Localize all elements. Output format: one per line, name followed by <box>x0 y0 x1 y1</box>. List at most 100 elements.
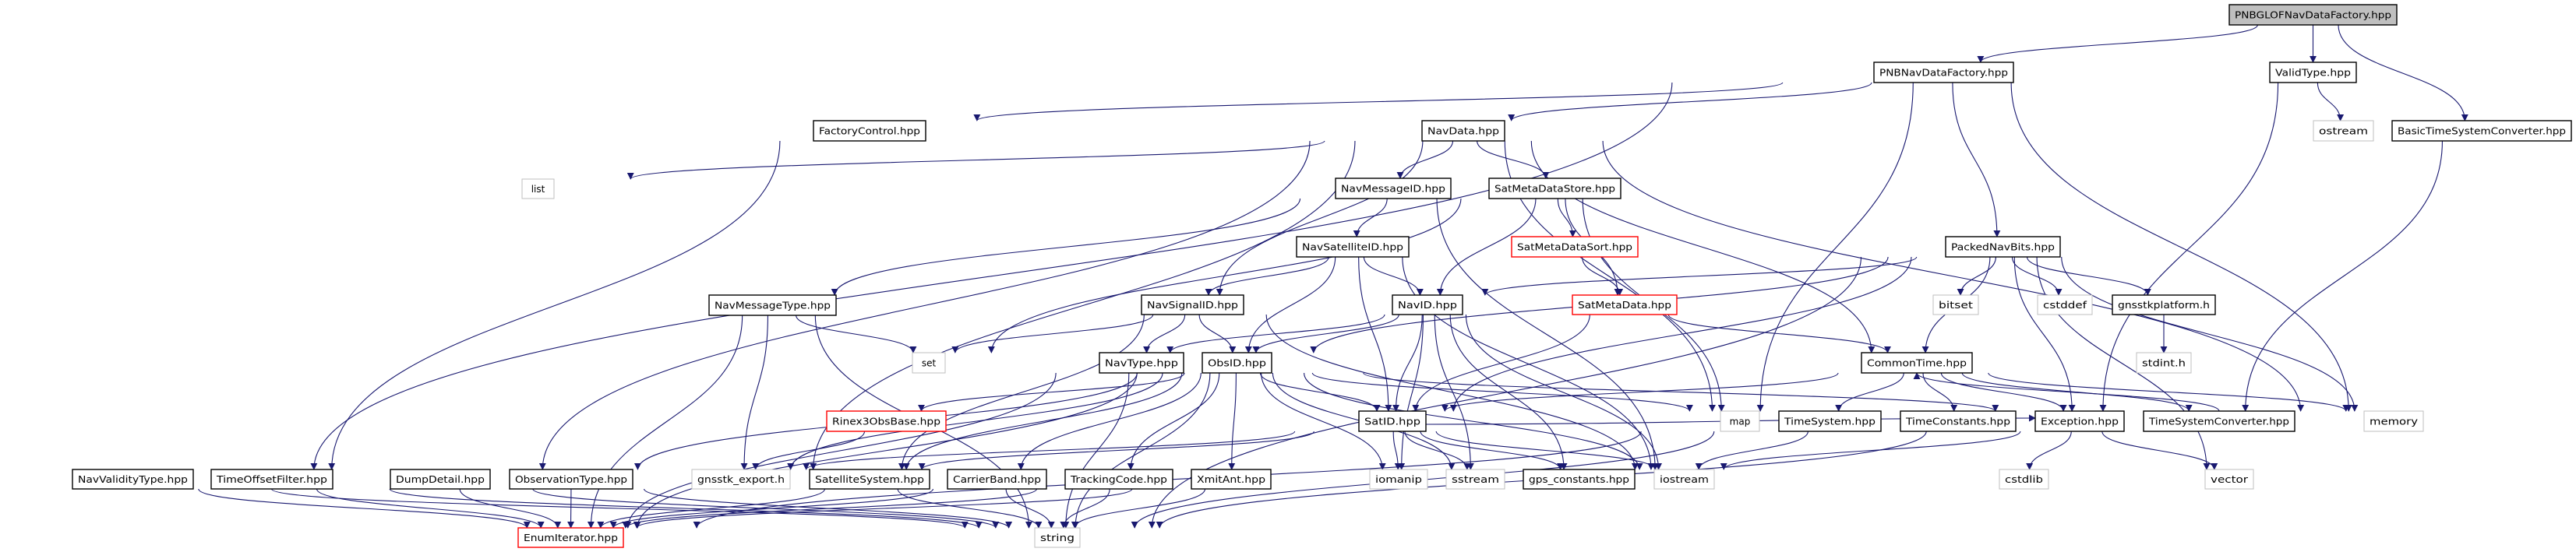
node-sat-meta-data[interactable]: SatMetaData.hpp <box>1572 294 1678 315</box>
edge-packed-nav-bits-to-sat-id <box>1449 256 1912 412</box>
node-nav-validity-type[interactable]: NavValidityType.hpp <box>72 469 194 490</box>
node-label: cstddef <box>2043 300 2087 311</box>
node-xmit-ant[interactable]: XmitAnt.hpp <box>1191 469 1272 490</box>
node-nav-id[interactable]: NavID.hpp <box>1392 294 1463 315</box>
node-pnbglofnav-data-factory[interactable]: PNBGLOFNavDataFactory.hpp <box>2228 4 2398 26</box>
edge-satellite-system-to-enum-iterator <box>597 488 826 529</box>
edge-obs-id-to-tracking-code <box>1127 372 1220 470</box>
edge-packed-nav-bits-to-exception <box>2013 256 2076 412</box>
node-label: Rinex3ObsBase.hpp <box>832 417 940 427</box>
node-label: NavData.hpp <box>1427 126 1499 137</box>
node-box <box>912 352 946 374</box>
edge-exception-to-iostream <box>1720 431 2021 470</box>
node-box <box>1932 294 1979 315</box>
edge-obs-id-to-xmit-ant <box>1228 372 1237 470</box>
edge-nav-data-to-memory <box>1602 140 2305 412</box>
node-nav-data[interactable]: NavData.hpp <box>1421 120 1505 142</box>
node-rinex3obs-base[interactable]: Rinex3ObsBase.hpp <box>826 410 947 432</box>
node-nav-message-id[interactable]: NavMessageID.hpp <box>1335 178 1452 199</box>
node-nav-signal-id[interactable]: NavSignalID.hpp <box>1141 294 1244 315</box>
edge-exception-to-vector <box>2101 431 2218 470</box>
node-valid-type[interactable]: ValidType.hpp <box>2269 62 2357 83</box>
node-box <box>2034 410 2125 432</box>
node-box <box>2112 294 2216 315</box>
node-observation-type[interactable]: ObservationType.hpp <box>509 469 633 490</box>
edge-carrier-band-to-string <box>1005 488 1055 529</box>
node-carrier-band[interactable]: CarrierBand.hpp <box>947 469 1047 490</box>
edge-nav-data-to-list <box>627 140 1325 180</box>
edge-sat-meta-data-to-sat-id <box>1412 314 1590 412</box>
node-common-time[interactable]: CommonTime.hpp <box>1861 352 1973 374</box>
node-box <box>1945 236 2061 258</box>
node-box <box>1358 410 1427 432</box>
node-box <box>1999 469 2049 490</box>
edge-sat-id-to-gnsstk-export <box>803 431 1296 470</box>
edge-nav-type-to-string <box>1062 372 1130 529</box>
node-box <box>2363 410 2424 432</box>
node-label: gnsstk_export.h <box>697 474 785 485</box>
node-pnbnav-data-factory[interactable]: PNBNavDataFactory.hpp <box>1873 62 2014 83</box>
edge-tracking-code-to-enum-iterator <box>622 488 1038 529</box>
node-box <box>691 469 791 490</box>
node-time-constants[interactable]: TimeConstants.hpp <box>1900 410 2017 432</box>
edge-carrier-band-to-enum-iterator <box>609 488 933 529</box>
node-time-system[interactable]: TimeSystem.hpp <box>1778 410 1882 432</box>
node-obs-id[interactable]: ObsID.hpp <box>1202 352 1272 374</box>
edge-nav-message-id-to-nav-satellite-id <box>1353 198 1388 237</box>
node-label: BasicTimeSystemConverter.hpp <box>2398 126 2566 137</box>
node-gnsstkplatform[interactable]: gnsstkplatform.h <box>2112 294 2216 315</box>
edge-exception-to-cstdlib <box>2026 431 2072 470</box>
edge-satellite-system-to-string <box>897 488 1043 529</box>
node-label: bitset <box>1939 300 1973 311</box>
edge-pnbnav-data-factory-to-packed-nav-bits <box>1952 82 2001 237</box>
node-label: gps_constants.hpp <box>1529 474 1629 485</box>
node-box <box>1202 352 1272 374</box>
node-tracking-code[interactable]: TrackingCode.hpp <box>1064 469 1173 490</box>
edge-nav-id-to-iostream <box>1465 314 1663 470</box>
node-packed-nav-bits[interactable]: PackedNavBits.hpp <box>1945 236 2061 258</box>
node-satellite-system[interactable]: SatelliteSystem.hpp <box>809 469 930 490</box>
edge-valid-type-to-exception <box>2099 82 2279 412</box>
node-memory: memory <box>2363 410 2424 432</box>
node-box <box>809 469 930 490</box>
node-sat-meta-data-sort[interactable]: SatMetaDataSort.hpp <box>1511 236 1639 258</box>
edge-nav-id-to-sstream <box>1434 314 1474 470</box>
edge-pnbnav-data-factory-to-memory <box>2010 82 2352 412</box>
node-set: set <box>912 352 946 374</box>
edge-nav-satellite-id-to-sat-id <box>1358 256 1392 412</box>
node-box <box>1488 178 1621 199</box>
node-ostream: ostream <box>2313 120 2374 142</box>
edge-nav-satellite-id-to-obs-id <box>1244 256 1336 353</box>
node-dump-detail[interactable]: DumpDetail.hpp <box>390 469 491 490</box>
edge-factory-control-to-time-offset-filter <box>328 140 781 470</box>
node-time-offset-filter[interactable]: TimeOffsetFilter.hpp <box>210 469 333 490</box>
node-time-system-converter[interactable]: TimeSystemConverter.hpp <box>2143 410 2295 432</box>
node-box <box>2313 120 2374 142</box>
edge-xmit-ant-to-enum-iterator <box>633 488 1133 529</box>
node-exception[interactable]: Exception.hpp <box>2034 410 2125 432</box>
node-box <box>2228 4 2398 26</box>
edge-layer <box>198 24 2468 529</box>
edge-sat-meta-data-store-to-set <box>987 198 1462 353</box>
edge-packed-nav-bits-to-memory <box>2061 256 2359 412</box>
node-sat-meta-data-store[interactable]: SatMetaDataStore.hpp <box>1488 178 1621 199</box>
node-gps-constants[interactable]: gps_constants.hpp <box>1523 469 1636 490</box>
node-layer: PNBGLOFNavDataFactory.hppPNBNavDataFacto… <box>72 4 2572 548</box>
node-nav-satellite-id[interactable]: NavSatelliteID.hpp <box>1296 236 1410 258</box>
node-nav-type[interactable]: NavType.hpp <box>1099 352 1184 374</box>
node-box <box>1392 294 1463 315</box>
node-factory-control[interactable]: FactoryControl.hpp <box>813 120 926 142</box>
node-nav-message-type[interactable]: NavMessageType.hpp <box>708 294 837 316</box>
node-label: TimeConstants.hpp <box>1905 417 2010 427</box>
node-cstdlib: cstdlib <box>1999 469 2049 490</box>
edge-nav-signal-id-to-satellite-system <box>898 314 1145 470</box>
node-label: DumpDetail.hpp <box>396 474 485 485</box>
edge-dump-detail-to-enum-iterator <box>459 488 562 529</box>
edge-obs-id-to-sat-id <box>1259 372 1381 412</box>
node-sat-id[interactable]: SatID.hpp <box>1358 410 1427 432</box>
node-enum-iterator[interactable]: EnumIterator.hpp <box>517 527 624 548</box>
node-basic-time-system-converter[interactable]: BasicTimeSystemConverter.hpp <box>2391 120 2572 142</box>
edge-obs-id-to-enum-iterator <box>633 372 1138 529</box>
node-label: PNBNavDataFactory.hpp <box>1879 68 2008 79</box>
